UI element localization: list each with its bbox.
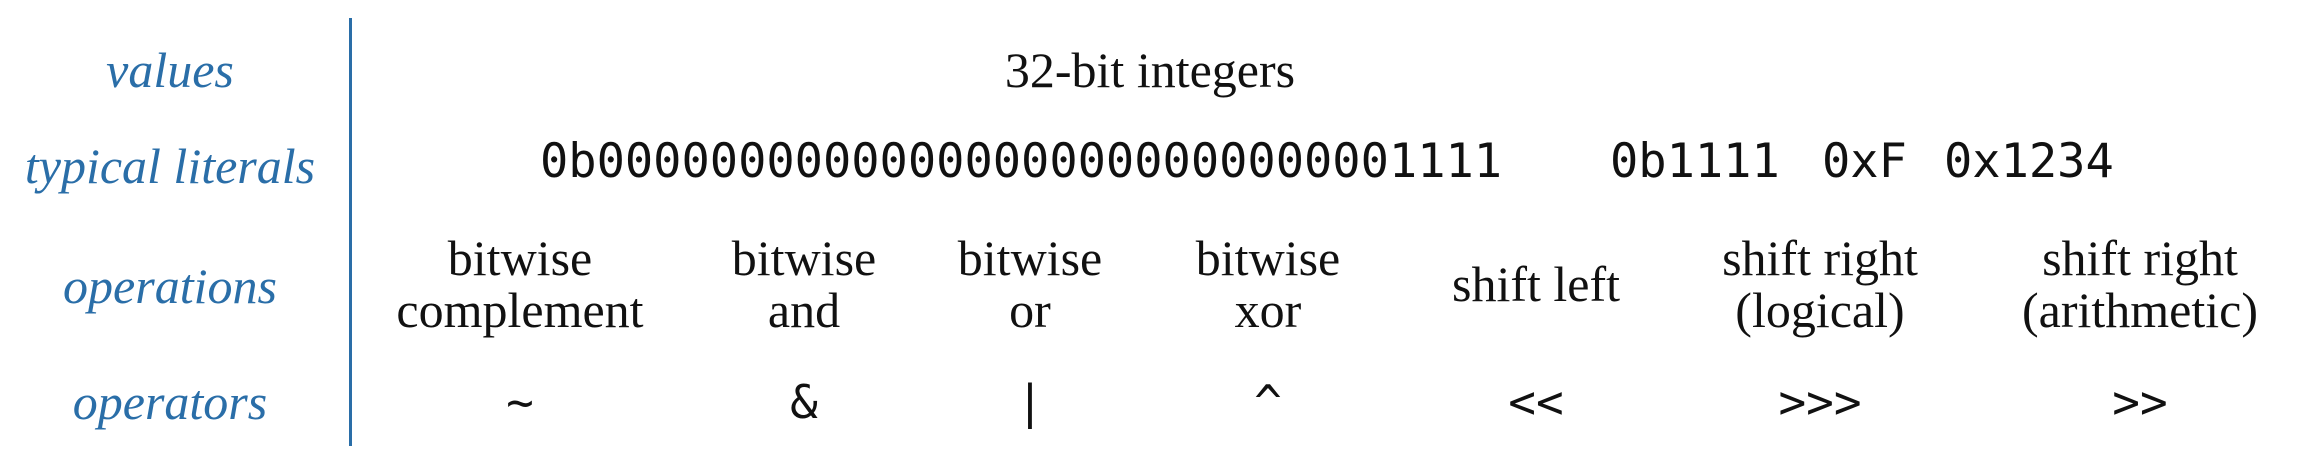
operation-xor-line2: xor [1234, 282, 1302, 338]
operation-and-line1: bitwise [731, 230, 877, 286]
operation-or-line1: bitwise [957, 230, 1103, 286]
column-divider [349, 18, 352, 446]
operator-and: & [790, 375, 818, 429]
operator-or: | [1016, 375, 1044, 429]
operation-xor: bitwise xor [1196, 232, 1340, 336]
operator-xor: ^ [1254, 375, 1282, 429]
operation-shift-left-line1: shift left [1451, 256, 1621, 312]
operation-and-line2: and [767, 282, 841, 338]
operation-and: bitwise and [732, 232, 876, 336]
label-operators: operators [72, 374, 268, 430]
literal-hex-1234: 0x1234 [1944, 134, 2114, 189]
operation-shift-right-logical-line2: (logical) [1735, 282, 1905, 338]
literal-binary-short: 0b1111 [1610, 134, 1780, 189]
operation-xor-line1: bitwise [1195, 230, 1341, 286]
operator-complement: ~ [506, 375, 534, 429]
operation-shift-right-arithmetic: shift right (arithmetic) [2022, 232, 2258, 336]
values-text: 32-bit integers [1004, 42, 1296, 98]
operation-or-line2: or [1009, 282, 1051, 338]
literal-binary-32: 0b00000000000000000000000000001111 [540, 134, 1503, 189]
operation-shift-left: shift left [1452, 232, 1620, 336]
label-typical-literals: typical literals [24, 138, 316, 194]
operation-shift-right-arithmetic-line2: (arithmetic) [2022, 282, 2258, 338]
operator-shift-right-logical: >>> [1778, 375, 1862, 429]
operator-shift-left: << [1508, 375, 1564, 429]
label-values: values [106, 42, 234, 98]
operator-shift-right-arithmetic: >> [2112, 375, 2168, 429]
operation-complement-line2: complement [396, 282, 644, 338]
operation-complement-line1: bitwise [447, 230, 593, 286]
operation-complement: bitwise complement [396, 232, 643, 336]
operation-or: bitwise or [958, 232, 1102, 336]
operation-shift-right-logical: shift right (logical) [1722, 232, 1918, 336]
operation-shift-right-arithmetic-line1: shift right [2042, 230, 2238, 286]
literal-hex-f: 0xF [1822, 134, 1907, 189]
operation-shift-right-logical-line1: shift right [1722, 230, 1918, 286]
label-operations: operations [63, 258, 277, 314]
